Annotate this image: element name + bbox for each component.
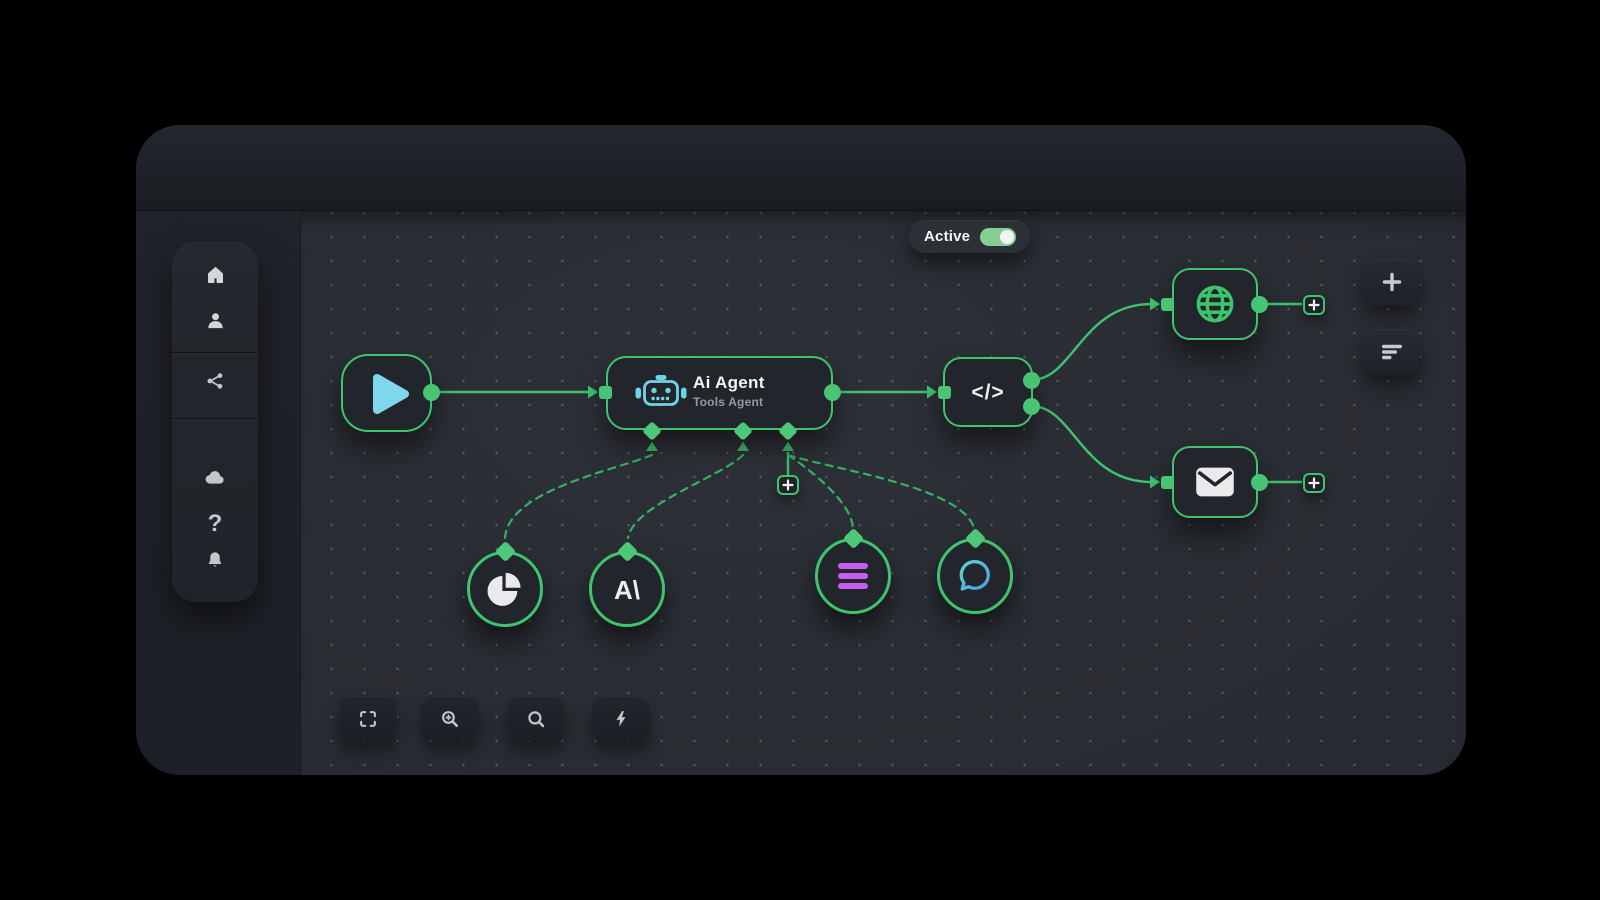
sidebar: ? — [172, 242, 258, 602]
cloud-icon — [205, 471, 224, 484]
http-output-port[interactable] — [1250, 295, 1268, 313]
divider — [172, 352, 258, 353]
mail-icon — [1196, 467, 1234, 497]
share-icon — [207, 373, 223, 389]
sidebar-item-cloud[interactable] — [195, 458, 235, 498]
http-node[interactable] — [1172, 268, 1258, 340]
email-node[interactable] — [1172, 446, 1258, 518]
trigger-node[interactable] — [341, 354, 432, 432]
anthropic-icon: A\ — [614, 575, 640, 605]
divider — [172, 418, 258, 419]
sidebar-item-notifications[interactable] — [195, 540, 235, 580]
list-icon — [838, 563, 868, 589]
help-icon: ? — [207, 510, 223, 537]
play-icon — [373, 374, 409, 414]
email-output-port[interactable] — [1250, 473, 1268, 491]
svg-text:</>: </> — [971, 381, 1004, 404]
sidebar-item-user[interactable] — [195, 300, 235, 340]
list-tool-node[interactable] — [815, 538, 891, 614]
ai-agent-node[interactable]: Ai Agent Tools Agent — [606, 356, 833, 430]
add-node-button[interactable] — [1364, 259, 1420, 305]
home-icon — [207, 266, 223, 283]
filter-list-button[interactable] — [1364, 329, 1420, 375]
search-icon — [528, 710, 545, 727]
titlebar — [136, 125, 1466, 211]
plus-icon — [782, 479, 794, 491]
search-button[interactable] — [507, 696, 565, 741]
robot-icon — [635, 375, 687, 406]
plus-icon — [1382, 272, 1402, 292]
filter-icon — [1382, 344, 1402, 360]
zoom-in-icon — [442, 710, 458, 727]
bolt-icon — [616, 710, 626, 727]
plus-icon — [1308, 299, 1320, 311]
http-input-port[interactable] — [1160, 297, 1174, 311]
agent-input-port[interactable] — [598, 385, 612, 399]
add-next-node-button-1[interactable] — [1303, 295, 1325, 315]
agent-output-port[interactable] — [823, 383, 841, 401]
node-title: Ai Agent — [693, 373, 765, 392]
zoom-in-button[interactable] — [421, 696, 479, 741]
anthropic-tool-node[interactable]: A\ — [589, 551, 665, 627]
add-tool-button[interactable] — [777, 475, 799, 495]
bell-icon — [208, 552, 222, 567]
code-icon: </> — [971, 381, 1004, 404]
svg-text:A\: A\ — [614, 575, 640, 605]
trigger-output-port[interactable] — [422, 383, 440, 401]
add-next-node-button-2[interactable] — [1303, 473, 1325, 493]
toggle-knob — [1000, 229, 1015, 244]
sidebar-item-home[interactable] — [195, 255, 235, 295]
fit-view-icon — [360, 710, 376, 727]
fit-view-button[interactable] — [339, 696, 397, 741]
pie-chart-icon — [487, 572, 521, 606]
connections — [431, 297, 1302, 540]
user-icon — [207, 312, 223, 328]
globe-icon — [1196, 285, 1234, 323]
email-input-port[interactable] — [1160, 475, 1174, 489]
code-output-port-2[interactable] — [1022, 397, 1040, 415]
active-toggle[interactable] — [980, 227, 1017, 246]
quick-run-button[interactable] — [592, 696, 650, 741]
status-label: Active — [924, 228, 971, 245]
chat-tool-node[interactable] — [937, 538, 1013, 614]
plus-icon — [1308, 477, 1320, 489]
chat-bubble-icon — [959, 559, 990, 591]
workflow-status-pill: Active — [909, 220, 1030, 253]
code-input-port[interactable] — [937, 385, 951, 399]
sidebar-item-share[interactable] — [195, 361, 235, 401]
chart-tool-node[interactable] — [467, 551, 543, 627]
node-subtitle: Tools Agent — [693, 395, 764, 409]
app-window: ? — [136, 125, 1466, 775]
code-node[interactable]: </> — [943, 357, 1033, 427]
sidebar-item-help[interactable]: ? — [195, 504, 235, 544]
code-output-port-1[interactable] — [1022, 371, 1040, 389]
